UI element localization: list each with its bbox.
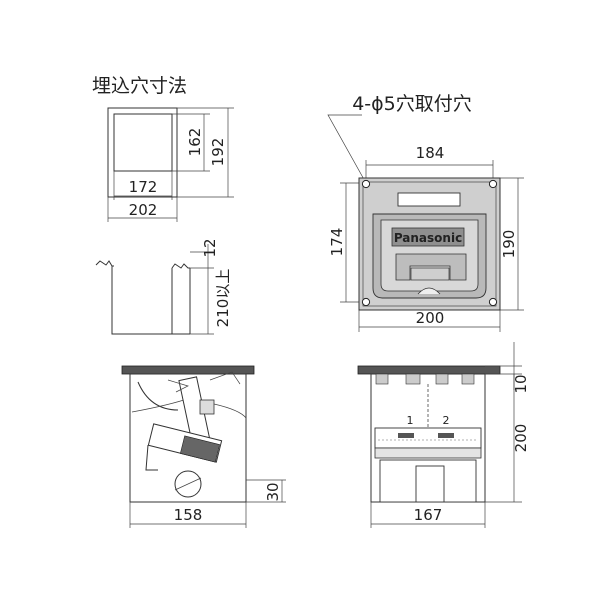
depth-min: 210以上 bbox=[214, 269, 232, 328]
side-view-right bbox=[357, 342, 522, 528]
side-view-left bbox=[121, 365, 286, 528]
outlet-1-label: 1 bbox=[407, 414, 414, 427]
cutout-title: 埋込穴寸法 bbox=[92, 75, 187, 97]
right-width: 167 bbox=[414, 506, 443, 524]
left-width: 158 bbox=[174, 506, 203, 524]
right-flange: 10 bbox=[512, 374, 530, 393]
top-hole-pitch-h: 174 bbox=[328, 228, 346, 257]
outlet-2-label: 2 bbox=[443, 414, 450, 427]
top-hole-pitch-w: 184 bbox=[416, 144, 445, 162]
brand-text: Panasonic bbox=[394, 231, 462, 245]
top-outer-w: 200 bbox=[416, 309, 445, 327]
top-outer-h: 190 bbox=[500, 230, 518, 259]
mount-hole-tr bbox=[488, 179, 498, 189]
mount-hole-tl bbox=[361, 179, 371, 189]
mount-hole-bl bbox=[361, 297, 371, 307]
depth-section bbox=[95, 244, 214, 335]
top-view: Panasonic bbox=[340, 160, 524, 332]
mount-hole-leader bbox=[327, 114, 367, 184]
left-height: 30 bbox=[264, 482, 282, 501]
cutout-outer-height: 192 bbox=[209, 138, 227, 167]
cutout-outer-width: 202 bbox=[129, 201, 158, 219]
right-depth: 200 bbox=[512, 424, 530, 453]
cutout-diagram bbox=[107, 107, 234, 222]
mount-hole-br bbox=[488, 297, 498, 307]
cutout-inner-width: 172 bbox=[129, 178, 158, 196]
depth-top: 12 bbox=[201, 238, 219, 257]
mount-hole-label: 4-ϕ5穴取付穴 bbox=[352, 93, 472, 115]
cutout-inner-height: 162 bbox=[186, 128, 204, 157]
